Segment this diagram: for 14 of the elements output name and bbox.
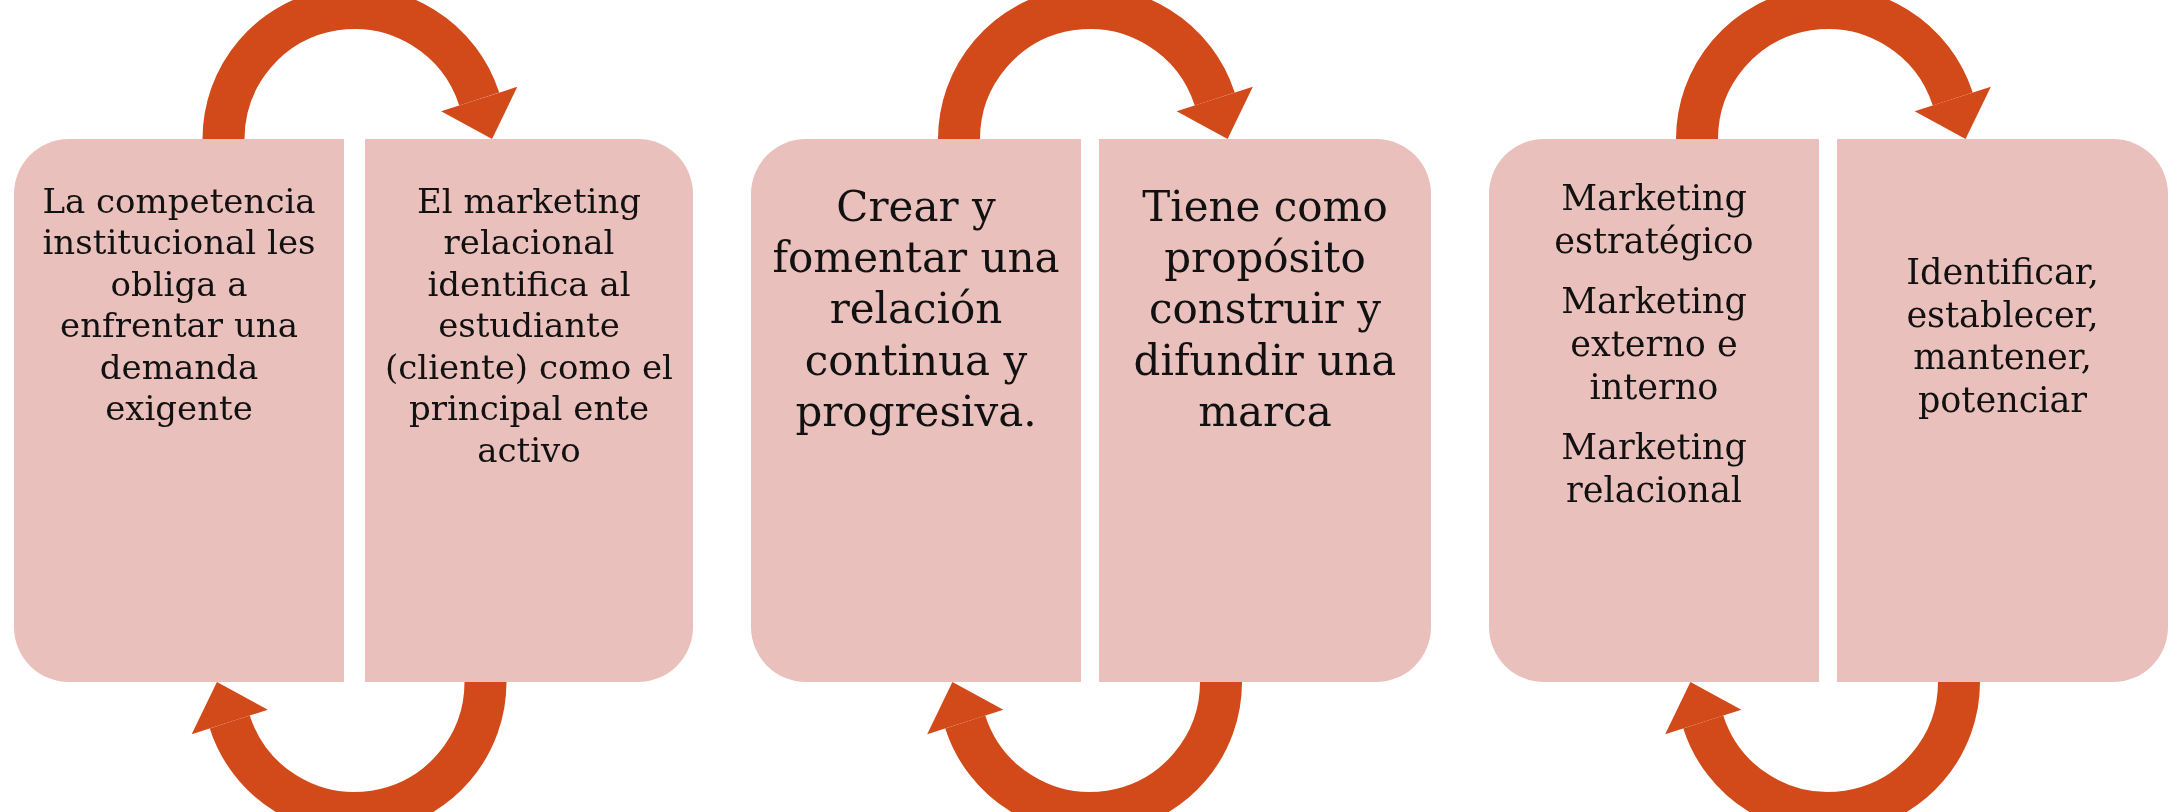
box-text: La competencia institucional les obliga a enfrentar una demanda exigente <box>41 181 317 430</box>
box-text: Marketing relacional <box>1560 426 1748 512</box>
rounded-box <box>14 139 344 682</box>
box-text: Identificar, establecer, mantener, potenciar <box>1905 251 2100 422</box>
rounded-box <box>1489 139 1819 682</box>
box-text: Marketing estratégico <box>1553 177 1755 263</box>
box-text: Tiene como propósito construir y difundir una marca <box>1132 181 1398 438</box>
rounded-box <box>1099 139 1431 682</box>
box-text: Crear y fomentar una relación continua y progresiva. <box>771 181 1061 438</box>
rounded-box <box>365 139 693 682</box>
rounded-box <box>751 139 1081 682</box>
box-text: Marketing externo e interno <box>1560 280 1748 409</box>
box-text: El marketing relacional identifica al estudiante (cliente) como el principal ente activo <box>384 181 674 472</box>
rounded-box <box>1837 139 2168 682</box>
